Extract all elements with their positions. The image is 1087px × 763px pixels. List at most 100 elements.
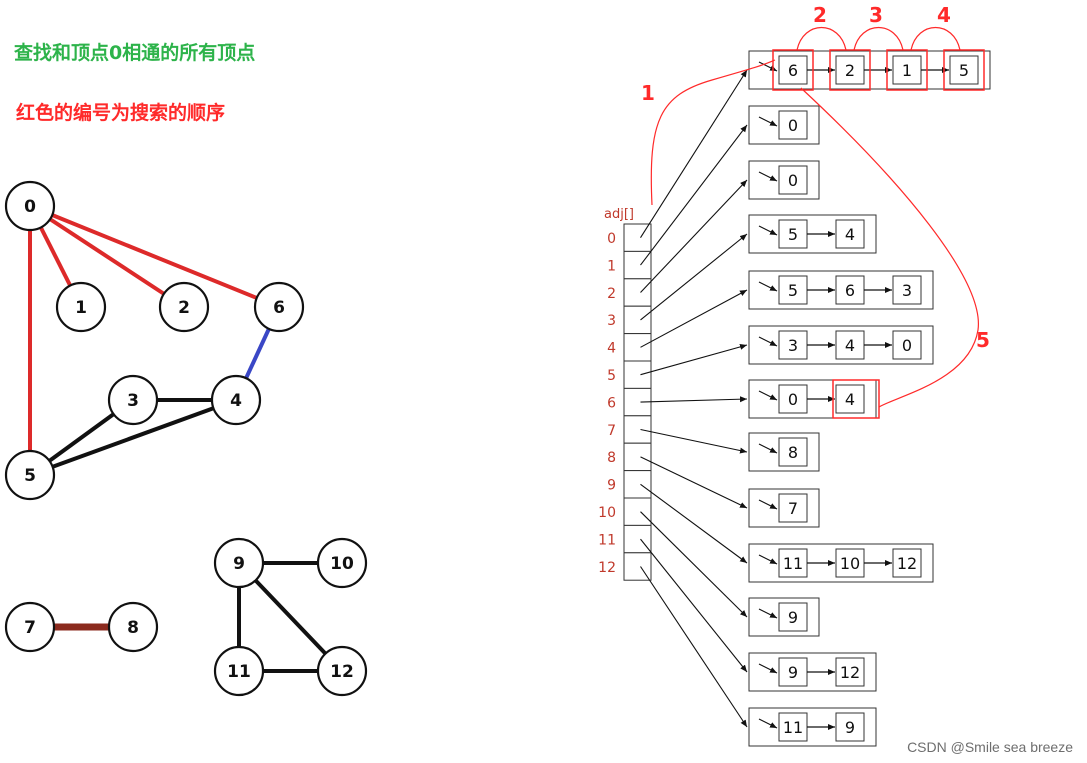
adj-array-index-8: 8 <box>607 450 616 466</box>
adj-list-value: 8 <box>788 443 798 462</box>
adj-list-cell <box>892 548 922 578</box>
adj-list-value: 4 <box>845 225 855 244</box>
adj-list-head-pointer <box>758 663 778 674</box>
adj-array-index-0: 0 <box>607 231 616 247</box>
adj-list-cell <box>892 275 922 305</box>
adj-list-row-10: 9 <box>748 597 820 637</box>
adj-pointer-12 <box>640 566 748 728</box>
graph-node-5: 5 <box>4 449 56 501</box>
adj-pointer-3 <box>640 233 748 321</box>
graph-node-label: 0 <box>24 197 36 217</box>
adj-list-value: 0 <box>788 171 798 190</box>
graph-edge-4-5 <box>29 398 237 477</box>
adj-list-head-pointer <box>758 499 778 510</box>
adj-list-head-pointer <box>758 718 778 729</box>
graph-node-label: 3 <box>127 391 139 411</box>
search-order-label-4: 4 <box>937 3 951 27</box>
search-order-label-3: 3 <box>869 3 883 27</box>
adj-array-cell-5 <box>623 360 652 389</box>
adj-array-cell-8 <box>623 442 652 472</box>
adj-list-cell <box>778 657 808 687</box>
graph-node-label: 10 <box>330 554 354 574</box>
adj-list-value: 7 <box>788 499 798 518</box>
adj-list-cell <box>778 602 808 632</box>
adj-list-value: 10 <box>840 554 860 573</box>
adj-pointer-5 <box>640 343 748 376</box>
adj-pointer-4 <box>640 289 748 348</box>
search-highlight-box <box>886 49 928 91</box>
adj-array-cell-9 <box>623 470 652 499</box>
graph-node-label: 5 <box>24 466 36 486</box>
search-highlight-box <box>943 49 985 91</box>
adj-array-index-1: 1 <box>607 258 616 274</box>
graph-node-label: 1 <box>75 298 87 318</box>
adj-array-index-4: 4 <box>607 341 616 357</box>
graph-node-circle <box>316 645 368 697</box>
adj-list-value: 5 <box>959 61 969 80</box>
graph-node-circle <box>4 601 56 653</box>
adj-list-cell <box>949 55 979 85</box>
adj-array-index-7: 7 <box>607 423 616 439</box>
graph-node-0: 0 <box>4 180 56 232</box>
graph-node-circle <box>107 601 159 653</box>
adj-array-index-2: 2 <box>607 286 616 302</box>
adj-list-cell <box>778 275 808 305</box>
adj-array-cell-11 <box>623 524 652 554</box>
adj-list-cell <box>778 110 808 140</box>
adj-pointer-0 <box>640 69 748 238</box>
graph-node-label: 6 <box>273 298 285 318</box>
adj-pointer-10 <box>640 511 748 618</box>
adj-list-value: 12 <box>840 663 860 682</box>
adj-list-cell <box>835 275 865 305</box>
adj-list-value: 4 <box>845 336 855 355</box>
adj-list-head-pointer <box>758 390 778 401</box>
adj-list-cell <box>778 712 808 742</box>
graph-node-circle <box>316 537 368 589</box>
graph-node-11: 11 <box>213 645 265 697</box>
adj-pointer-8 <box>640 456 748 509</box>
adj-pointer-6 <box>640 396 748 403</box>
graph-node-10: 10 <box>316 537 368 589</box>
adj-array-index-11: 11 <box>598 532 616 548</box>
graph-node-8: 8 <box>107 601 159 653</box>
adj-list-cell <box>778 384 808 414</box>
adj-list-cell <box>892 330 922 360</box>
adj-list-row-7: 8 <box>748 432 820 472</box>
adj-array-label: adj[] <box>604 207 634 222</box>
adj-list-value: 1 <box>902 61 912 80</box>
graph-node-label: 9 <box>233 554 245 574</box>
adj-list-value: 6 <box>788 61 798 80</box>
adj-list-value: 3 <box>902 281 912 300</box>
adj-list-cell <box>835 219 865 249</box>
adj-list-cell <box>835 384 865 414</box>
search-highlight-box <box>832 379 880 419</box>
search-order-label-1: 1 <box>641 81 655 105</box>
adj-array-cell-7 <box>623 415 652 444</box>
adj-array-index-9: 9 <box>607 478 616 494</box>
graph-node-1: 1 <box>55 281 107 333</box>
adj-array-index-3: 3 <box>607 313 616 329</box>
graph-node-circle <box>213 537 265 589</box>
adj-list-cell <box>835 712 865 742</box>
graph-node-circle <box>55 281 107 333</box>
adj-list-row-8: 7 <box>748 488 820 528</box>
graph-node-circle <box>158 281 210 333</box>
adj-list-cell <box>778 548 808 578</box>
adj-list-value: 5 <box>788 281 798 300</box>
adj-list-value: 9 <box>788 608 798 627</box>
adj-pointer-9 <box>640 483 748 564</box>
graph-node-label: 2 <box>178 298 190 318</box>
search-path-2 <box>796 26 847 51</box>
adj-list-head-pointer <box>758 608 778 619</box>
adj-list-cell <box>778 437 808 467</box>
search-highlight-box <box>772 49 814 91</box>
graph-node-9: 9 <box>213 537 265 589</box>
adj-list-value: 5 <box>788 225 798 244</box>
adj-list-row-1: 0 <box>748 105 820 145</box>
adj-list-value: 12 <box>897 554 917 573</box>
search-order-label-5: 5 <box>976 328 990 352</box>
